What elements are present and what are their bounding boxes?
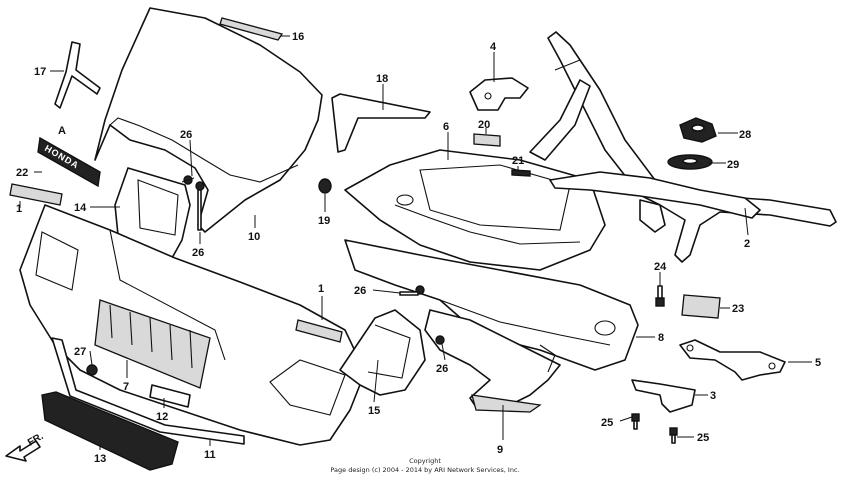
block-1-left bbox=[9, 183, 63, 206]
callout-26-upper: 26 bbox=[192, 247, 204, 259]
callout-21: 21 bbox=[512, 155, 524, 167]
strip-16 bbox=[219, 17, 284, 41]
callout-6: 6 bbox=[443, 121, 449, 133]
trim-17 bbox=[54, 41, 101, 109]
callout-7: 7 bbox=[123, 381, 129, 393]
stay-5 bbox=[679, 339, 786, 381]
callout-A: A bbox=[58, 125, 66, 137]
callout-26-top: 26 bbox=[180, 129, 192, 141]
bolt-26-c bbox=[399, 285, 425, 296]
callout-1-left: 1 bbox=[16, 203, 22, 215]
stay-3 bbox=[631, 379, 696, 413]
side-bracket-15 bbox=[339, 309, 426, 396]
inner-panel-14 bbox=[114, 167, 191, 259]
lower-grille-13 bbox=[41, 391, 179, 471]
plate-20 bbox=[473, 133, 501, 147]
callout-13: 13 bbox=[94, 453, 106, 465]
callout-4: 4 bbox=[490, 41, 497, 53]
callout-19: 19 bbox=[318, 215, 330, 227]
frame-bracket-2 bbox=[529, 31, 837, 263]
leader-lines bbox=[19, 35, 812, 450]
instrument-panel-6 bbox=[344, 149, 606, 271]
duct-9 bbox=[424, 309, 561, 413]
callout-17: 17 bbox=[34, 66, 46, 78]
callout-15: 15 bbox=[368, 405, 380, 417]
callout-10: 10 bbox=[248, 231, 260, 243]
bolt-26-d bbox=[435, 335, 445, 345]
callout-25-right: 25 bbox=[697, 432, 709, 444]
callout-26-lower: 26 bbox=[436, 363, 448, 375]
callout-12: 12 bbox=[156, 411, 168, 423]
callout-18: 18 bbox=[376, 73, 388, 85]
screw-25-b bbox=[669, 427, 678, 444]
callout-1-middle: 1 bbox=[318, 283, 324, 295]
honda-emblem-22: HONDA bbox=[37, 136, 101, 188]
callout-14: 14 bbox=[74, 202, 87, 214]
callout-24: 24 bbox=[654, 261, 667, 273]
plate-21 bbox=[511, 169, 531, 177]
callout-3: 3 bbox=[710, 390, 716, 402]
washer-29 bbox=[667, 154, 713, 170]
copyright-line-2: Page design (c) 2004 - 2014 by ARI Netwo… bbox=[330, 466, 520, 474]
inner-cowl-8 bbox=[344, 239, 639, 371]
callout-16: 16 bbox=[292, 31, 304, 43]
grommet-19 bbox=[318, 178, 332, 194]
bolt-27 bbox=[86, 364, 98, 376]
copyright-line-1: Copyright bbox=[409, 457, 441, 465]
bolt-26-b bbox=[195, 181, 205, 231]
callout-11: 11 bbox=[204, 449, 216, 461]
bolt-26-a bbox=[181, 175, 195, 185]
plate-23 bbox=[681, 294, 721, 319]
callout-27: 27 bbox=[74, 346, 86, 358]
callout-9: 9 bbox=[497, 444, 503, 456]
screw-25-a bbox=[631, 413, 640, 430]
callout-5: 5 bbox=[815, 357, 821, 369]
bolt-24 bbox=[655, 285, 665, 307]
front-cowl bbox=[19, 204, 366, 446]
callout-28: 28 bbox=[739, 129, 751, 141]
callout-29: 29 bbox=[727, 159, 739, 171]
bracket-4 bbox=[469, 77, 529, 111]
callout-2: 2 bbox=[744, 238, 750, 250]
callout-22: 22 bbox=[16, 167, 28, 179]
callout-25-left: 25 bbox=[601, 417, 613, 429]
callout-8: 8 bbox=[658, 332, 664, 344]
callouts: 16 17 18 4 6 20 21 26 26 28 29 A 22 1 14… bbox=[16, 31, 821, 465]
callout-20: 20 bbox=[478, 119, 490, 131]
callout-23: 23 bbox=[732, 303, 744, 315]
bracket-18 bbox=[331, 93, 431, 153]
callout-26-middle: 26 bbox=[354, 285, 366, 297]
block-1-middle bbox=[295, 319, 343, 343]
lower-trim-11 bbox=[51, 337, 245, 445]
nut-28 bbox=[679, 117, 717, 143]
front-arrow-label: FR. bbox=[26, 431, 46, 449]
